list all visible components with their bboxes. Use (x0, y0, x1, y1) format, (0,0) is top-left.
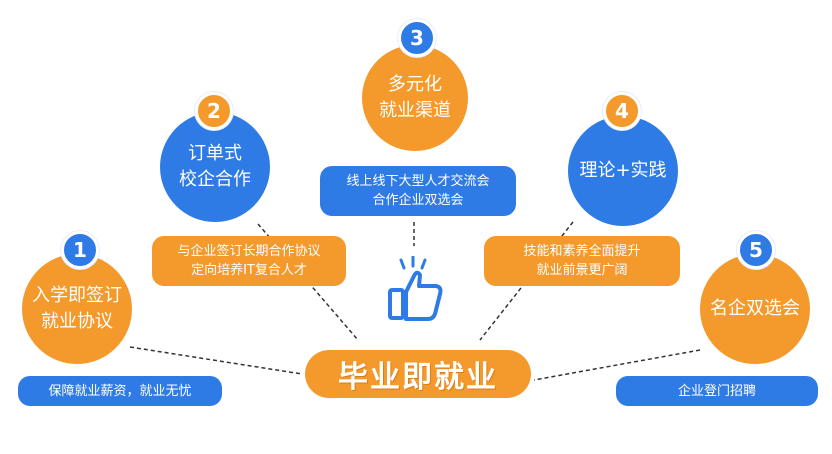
center-banner: 毕业即就业 (305, 350, 531, 398)
node-2-badge: 2 (195, 92, 233, 130)
node-5-detail-pill: 企业登门招聘 (616, 376, 818, 406)
node-5-title: 名企双选会 (710, 298, 800, 319)
node-1-number: 1 (73, 238, 87, 262)
center-label: 毕业即就业 (338, 360, 498, 395)
connector-line-2 (257, 223, 359, 341)
connector-line-5 (533, 349, 701, 381)
node-3-number: 3 (410, 26, 424, 50)
node-3-badge: 3 (398, 19, 436, 57)
node-3-circle: 多元化 就业渠道 (362, 45, 468, 151)
node-5-detail: 企业登门招聘 (677, 383, 756, 399)
node-2-detail: 与企业签订长期合作协议 定向培养IT复合人才 (177, 244, 321, 278)
node-4-number: 4 (615, 99, 629, 123)
node-3-detail: 线上线下大型人才交流会 合作企业双选会 (346, 174, 490, 208)
node-1-title: 入学即签订 就业协议 (32, 285, 122, 332)
node-1-detail: 保障就业薪资，就业无忧 (48, 383, 192, 399)
node-5-number: 5 (749, 238, 763, 262)
node-4-title: 理论+实践 (579, 160, 667, 181)
node-2-circle: 订单式 校企合作 (160, 112, 270, 222)
node-4-circle: 理论+实践 (568, 116, 678, 226)
node-4-detail: 技能和素养全面提升 就业前景更广阔 (523, 244, 641, 278)
node-3-detail-pill: 线上线下大型人才交流会 合作企业双选会 (320, 166, 516, 216)
node-2-number: 2 (207, 99, 221, 123)
node-1-detail-pill: 保障就业薪资，就业无忧 (18, 376, 222, 406)
node-1-circle: 入学即签订 就业协议 (22, 254, 132, 364)
node-5-circle: 名企双选会 (700, 254, 810, 364)
connector-line-1 (129, 346, 303, 375)
node-2-title: 订单式 校企合作 (179, 143, 251, 190)
node-3-title: 多元化 就业渠道 (379, 74, 451, 121)
node-1-badge: 1 (61, 231, 99, 269)
node-4-detail-pill: 技能和素养全面提升 就业前景更广阔 (484, 236, 680, 286)
node-2-detail-pill: 与企业签订长期合作协议 定向培养IT复合人才 (152, 236, 346, 286)
thumbs-up-icon (384, 255, 446, 322)
node-5-badge: 5 (737, 231, 775, 269)
node-4-badge: 4 (603, 92, 641, 130)
